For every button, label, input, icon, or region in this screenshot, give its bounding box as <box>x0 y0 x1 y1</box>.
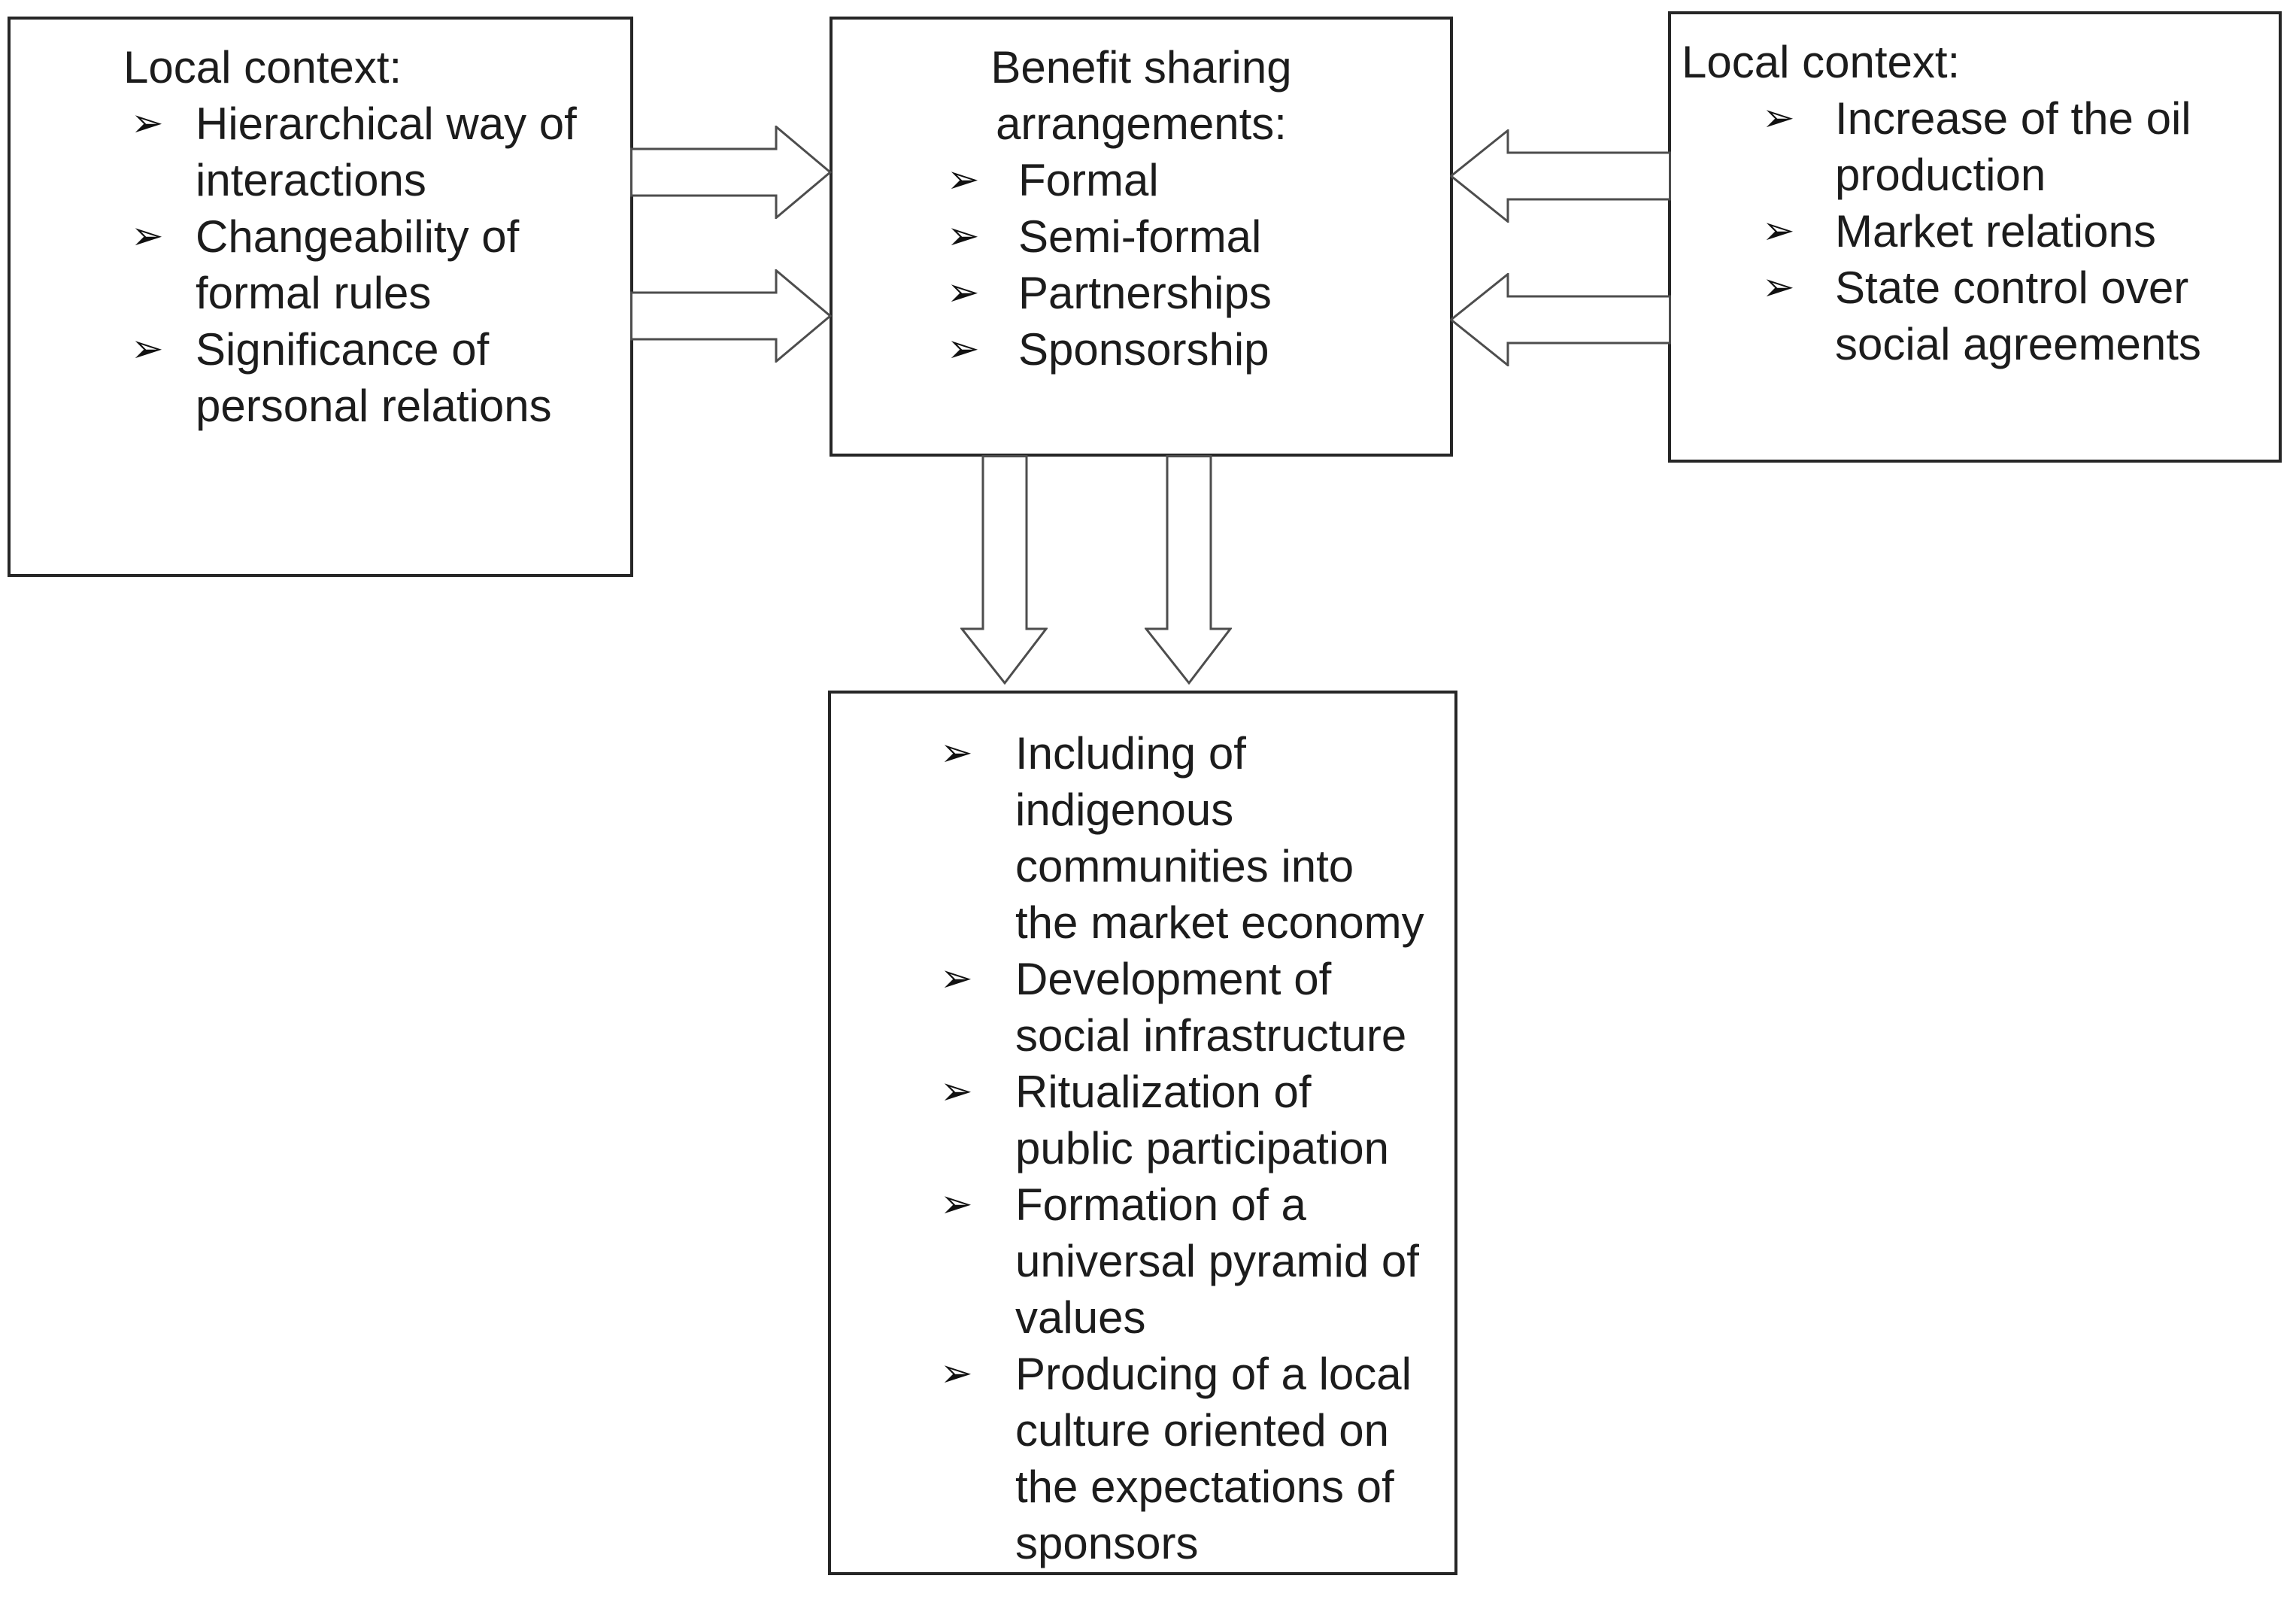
benefit-sharing-list: ➢ Formal ➢ Semi-formal ➢ Partnerships ➢ … <box>947 152 1450 378</box>
block-arrow-down-icon <box>960 455 1048 685</box>
list-item-text: Development of social infrastructure <box>1015 954 1407 1061</box>
outcomes-box: ➢ Including of indigenous communities in… <box>828 691 1457 1575</box>
benefit-sharing-title: Benefit sharing arrangements: <box>990 42 1292 149</box>
arrowhead-bullet-icon: ➢ <box>940 1070 973 1113</box>
arrowhead-bullet-icon: ➢ <box>940 1352 973 1395</box>
list-item: ➢ Producing of a local culture oriented … <box>940 1346 1448 1571</box>
list-item: ➢ Including of indigenous communities in… <box>940 725 1448 951</box>
arrowhead-bullet-icon: ➢ <box>1762 266 1795 309</box>
list-item: ➢ Changeability of formal rules <box>123 208 618 321</box>
right-context-box: Local context: ➢ Increase of the oil pro… <box>1668 11 2282 463</box>
list-item-text: Semi-formal <box>1018 211 1262 262</box>
list-item-text: Ritualization of public participation <box>1015 1067 1389 1173</box>
list-item: ➢ Increase of the oil production <box>1762 90 2268 203</box>
arrowhead-bullet-icon: ➢ <box>947 158 980 202</box>
right-box-title: Local context: <box>1682 37 1961 87</box>
arrowhead-bullet-icon: ➢ <box>947 327 980 371</box>
list-item-text: Formation of a universal pyramid of valu… <box>1015 1179 1419 1343</box>
list-item: ➢ State control over social agreements <box>1762 260 2268 372</box>
list-item-text: Significance of personal relations <box>196 324 552 431</box>
left-context-box: Local context: ➢ Hierarchical way of int… <box>8 17 633 577</box>
list-item-text: Formal <box>1018 155 1159 205</box>
right-box-list: ➢ Increase of the oil production ➢ Marke… <box>1762 90 2268 372</box>
left-box-title: Local context: <box>123 42 402 93</box>
arrowhead-bullet-icon: ➢ <box>131 102 164 145</box>
block-arrow-down-icon <box>1145 455 1232 685</box>
list-item-text: Hierarchical way of interactions <box>196 99 577 205</box>
arrowhead-bullet-icon: ➢ <box>1762 209 1795 253</box>
benefit-sharing-box: Benefit sharing arrangements: ➢ Formal ➢… <box>830 17 1453 457</box>
list-item: ➢ Formation of a universal pyramid of va… <box>940 1176 1448 1346</box>
list-item: ➢ Market relations <box>1762 203 2268 260</box>
list-item-text: Including of indigenous communities into… <box>1015 728 1424 948</box>
block-arrow-right-icon <box>630 269 832 363</box>
list-item-text: Partnerships <box>1018 268 1272 318</box>
arrowhead-bullet-icon: ➢ <box>1762 96 1795 140</box>
arrowhead-bullet-icon: ➢ <box>940 957 973 1000</box>
block-arrow-right-icon <box>630 126 832 219</box>
arrowhead-bullet-icon: ➢ <box>940 731 973 775</box>
arrowhead-bullet-icon: ➢ <box>131 214 164 258</box>
list-item: ➢ Partnerships <box>947 265 1450 321</box>
arrowhead-bullet-icon: ➢ <box>947 271 980 314</box>
list-item-text: Increase of the oil production <box>1835 93 2191 200</box>
list-item: ➢ Sponsorship <box>947 321 1450 378</box>
list-item: ➢ Hierarchical way of interactions <box>123 96 618 208</box>
list-item-text: Market relations <box>1835 206 2156 257</box>
list-item-text: State control over social agreements <box>1835 263 2201 369</box>
list-item-text: Changeability of formal rules <box>196 211 520 318</box>
list-item-text: Sponsorship <box>1018 324 1269 375</box>
block-arrow-left-icon <box>1450 129 1671 223</box>
list-item: ➢ Development of social infrastructure <box>940 951 1448 1064</box>
list-item: ➢ Formal <box>947 152 1450 208</box>
arrowhead-bullet-icon: ➢ <box>940 1182 973 1226</box>
left-box-list: ➢ Hierarchical way of interactions ➢ Cha… <box>123 96 618 434</box>
list-item-text: Producing of a local culture oriented on… <box>1015 1349 1412 1568</box>
outcomes-list: ➢ Including of indigenous communities in… <box>940 725 1448 1571</box>
arrowhead-bullet-icon: ➢ <box>131 327 164 371</box>
arrowhead-bullet-icon: ➢ <box>947 214 980 258</box>
list-item: ➢ Semi-formal <box>947 208 1450 265</box>
list-item: ➢ Ritualization of public participation <box>940 1064 1448 1176</box>
block-arrow-left-icon <box>1450 273 1671 366</box>
list-item: ➢ Significance of personal relations <box>123 321 618 434</box>
